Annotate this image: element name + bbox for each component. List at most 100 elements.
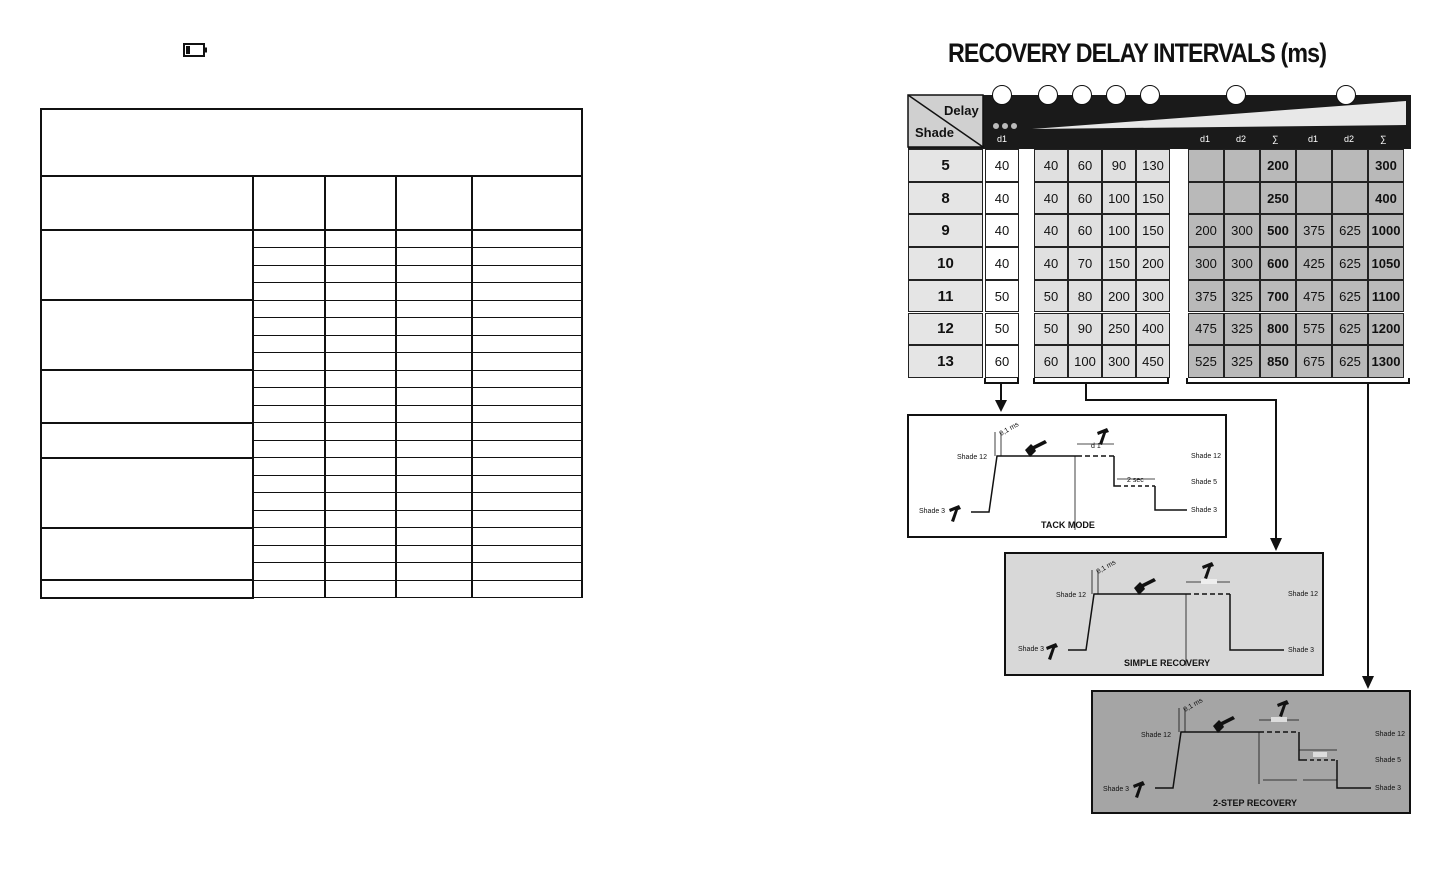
mid-cell: 50 xyxy=(1034,312,1068,346)
right-cell: 300 xyxy=(1188,247,1224,280)
d1-header: d1 xyxy=(997,134,1008,144)
column-header: d1 xyxy=(1308,134,1319,144)
right-cell: 625 xyxy=(1332,214,1368,248)
right-cell: 1100 xyxy=(1368,279,1404,313)
right-cell: 475 xyxy=(1296,279,1332,313)
table-cell xyxy=(324,579,397,598)
mid-cell: 300 xyxy=(1102,345,1136,378)
corner-delay-label: Delay xyxy=(944,103,979,118)
label-shade12-right: Shade 12 xyxy=(1375,731,1405,738)
mid-cell: 60 xyxy=(1068,214,1102,248)
shade-cell: 9 xyxy=(908,214,983,248)
mid-cell: 400 xyxy=(1136,312,1170,346)
shade-cell: 12 xyxy=(908,312,983,346)
right-cell xyxy=(1296,149,1332,182)
right-cell xyxy=(1332,149,1368,182)
mid-cell: 200 xyxy=(1136,247,1170,280)
label-shade3-left: Shade 3 xyxy=(1103,786,1129,793)
d1-cell: 50 xyxy=(985,312,1019,346)
mid-cell: 60 xyxy=(1068,181,1102,215)
header-cell xyxy=(471,175,583,231)
header-cell xyxy=(40,175,254,231)
right-cell: 675 xyxy=(1296,345,1332,378)
right-cell: 575 xyxy=(1296,312,1332,346)
mid-cell: 60 xyxy=(1068,149,1102,182)
right-cell: 300 xyxy=(1224,214,1260,248)
label-shade12-left: Shade 12 xyxy=(1056,592,1086,599)
table-header-graphic xyxy=(907,94,1411,149)
column-header: d1 xyxy=(1200,134,1211,144)
right-cell: 500 xyxy=(1260,214,1296,248)
right-cell: 400 xyxy=(1368,181,1404,215)
label-d1: d 1 xyxy=(1091,443,1101,450)
label-shade5-right: Shade 5 xyxy=(1191,479,1217,486)
mid-cell: 40 xyxy=(1034,149,1068,182)
column-marker-circle xyxy=(992,85,1012,105)
right-cell: 625 xyxy=(1332,279,1368,313)
mid-cell: 150 xyxy=(1136,181,1170,215)
right-cell: 850 xyxy=(1260,345,1296,378)
right-cell: 625 xyxy=(1332,345,1368,378)
label-01ms: 0,1 ms xyxy=(1183,697,1205,714)
label-shade3-left: Shade 3 xyxy=(919,508,945,515)
mid-cell: 300 xyxy=(1136,279,1170,313)
group-label-cell xyxy=(40,229,254,301)
right-cell: 375 xyxy=(1188,279,1224,313)
shade-cell: 13 xyxy=(908,345,983,378)
right-cell xyxy=(1188,181,1224,215)
diagram-title: SIMPLE RECOVERY xyxy=(1124,658,1210,668)
d1-cell: 60 xyxy=(985,345,1019,378)
right-cell: 600 xyxy=(1260,247,1296,280)
table-cell xyxy=(395,579,473,598)
label-shade12-right: Shade 12 xyxy=(1288,591,1318,598)
mid-cell: 40 xyxy=(1034,214,1068,248)
column-marker-circle xyxy=(1336,85,1356,105)
right-cell: 325 xyxy=(1224,312,1260,346)
shade-cell: 11 xyxy=(908,279,983,313)
mid-cell: 50 xyxy=(1034,279,1068,313)
mid-cell: 100 xyxy=(1102,214,1136,248)
group-label-cell xyxy=(40,421,254,459)
diagram-title: 2-STEP RECOVERY xyxy=(1213,798,1297,808)
d1-cell: 40 xyxy=(985,149,1019,182)
column-marker-circle xyxy=(1038,85,1058,105)
mid-cell: 70 xyxy=(1068,247,1102,280)
mid-cell: 150 xyxy=(1136,214,1170,248)
mid-cell: 150 xyxy=(1102,247,1136,280)
right-cell: 475 xyxy=(1188,312,1224,346)
right-cell xyxy=(1224,181,1260,215)
right-cell: 375 xyxy=(1296,214,1332,248)
shade-cell: 5 xyxy=(908,149,983,182)
page-title: RECOVERY DELAY INTERVALS (ms) xyxy=(948,38,1327,68)
right-cell: 325 xyxy=(1224,279,1260,313)
column-header: d2 xyxy=(1344,134,1355,144)
header-cell xyxy=(395,175,473,231)
battery-icon xyxy=(183,43,207,57)
right-cell: 425 xyxy=(1296,247,1332,280)
mid-cell: 450 xyxy=(1136,345,1170,378)
d1-cell: 40 xyxy=(985,247,1019,280)
right-cell: 300 xyxy=(1224,247,1260,280)
label-shade5-right: Shade 5 xyxy=(1375,757,1401,764)
mid-cell: 250 xyxy=(1102,312,1136,346)
right-cell: 250 xyxy=(1260,181,1296,215)
right-cell: 325 xyxy=(1224,345,1260,378)
mid-cell: 40 xyxy=(1034,247,1068,280)
mid-cell: 90 xyxy=(1102,149,1136,182)
shade-cell: 10 xyxy=(908,247,983,280)
label-shade12-right: Shade 12 xyxy=(1191,453,1221,460)
diagram-title: TACK MODE xyxy=(1041,520,1095,530)
table-cell xyxy=(471,579,583,598)
header-cell xyxy=(252,175,326,231)
right-cell xyxy=(1224,149,1260,182)
empty-table xyxy=(40,108,583,599)
right-cell: 525 xyxy=(1188,345,1224,378)
column-marker-circle xyxy=(1226,85,1246,105)
mid-cell: 100 xyxy=(1068,345,1102,378)
right-cell xyxy=(1188,149,1224,182)
corner-shade-label: Shade xyxy=(915,125,955,140)
group-label-cell xyxy=(40,299,254,371)
d1-cell: 50 xyxy=(985,279,1019,313)
